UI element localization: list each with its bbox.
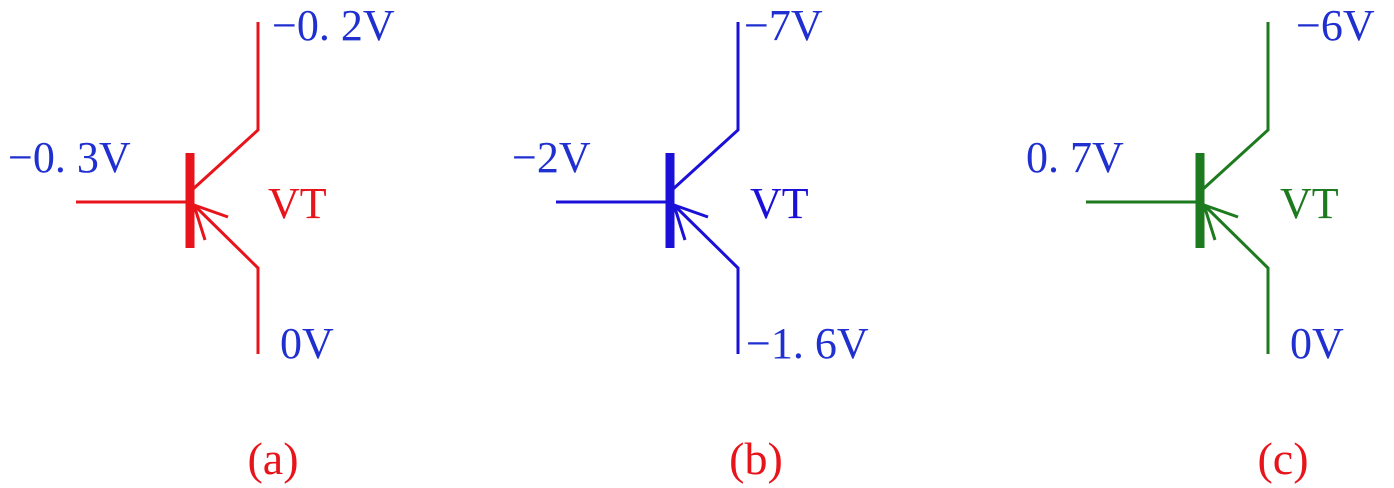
emitter-arrow-icon <box>1201 202 1239 241</box>
collector-voltage-label: −0. 2V <box>272 1 395 50</box>
base-voltage-label: 0. 7V <box>1026 133 1124 182</box>
transistor-b: −2V −7V −1. 6V VT (b) <box>512 1 869 484</box>
collector-voltage-label: −7V <box>744 1 823 50</box>
emitter-lead <box>672 203 740 354</box>
emitter-voltage-label: −1. 6V <box>746 319 869 368</box>
device-label: VT <box>268 179 327 228</box>
emitter-lead <box>192 203 260 354</box>
collector-lead <box>670 22 740 192</box>
caption: (b) <box>729 433 783 484</box>
collector-lead <box>190 22 260 192</box>
emitter-voltage-label: 0V <box>1290 319 1344 368</box>
transistor-c: 0. 7V −6V 0V VT (c) <box>1026 1 1375 484</box>
device-label: VT <box>1280 179 1339 228</box>
emitter-lead <box>1202 203 1270 354</box>
transistor-a: −0. 3V −0. 2V 0V VT (a) <box>8 1 395 484</box>
device-label: VT <box>750 179 809 228</box>
caption: (a) <box>247 433 298 484</box>
base-voltage-label: −2V <box>512 133 591 182</box>
emitter-arrow-icon <box>191 202 229 241</box>
collector-voltage-label: −6V <box>1296 1 1375 50</box>
emitter-arrow-icon <box>671 202 709 241</box>
base-voltage-label: −0. 3V <box>8 133 131 182</box>
caption: (c) <box>1257 433 1308 484</box>
collector-lead <box>1200 22 1270 192</box>
emitter-voltage-label: 0V <box>280 319 334 368</box>
